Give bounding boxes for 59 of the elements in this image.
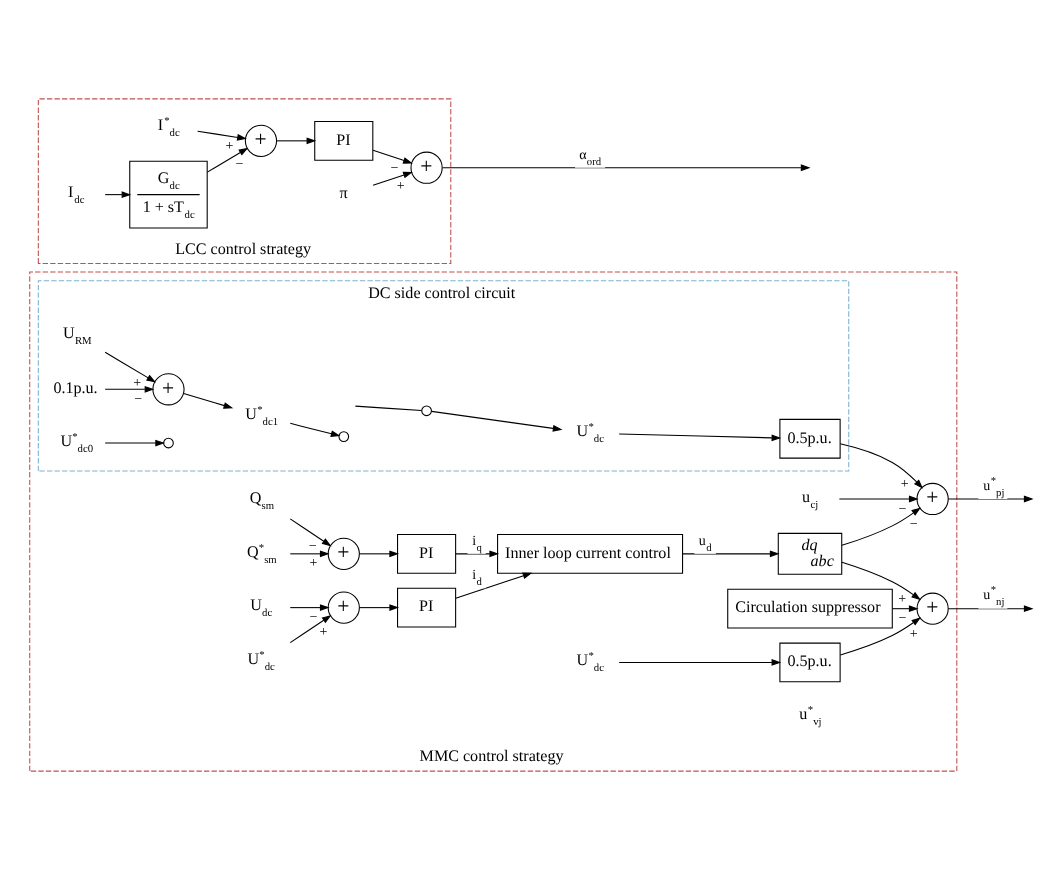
node-circle: +: [327, 591, 360, 624]
arrow: [841, 561, 921, 601]
arrow: [839, 617, 922, 656]
arrow: [618, 433, 782, 442]
arrow: [289, 615, 332, 644]
node-box: G$_{dc}$ 1 + sT$_{dc}$: [129, 160, 208, 229]
arrow: [838, 495, 919, 503]
arrow: [104, 385, 155, 393]
node-text: 0.1p.u.: [53, 379, 98, 398]
node-box: PI: [397, 533, 457, 574]
node-text: Q$_{sm}$: [249, 488, 275, 513]
node-box: Circulation suppressor: [727, 588, 893, 629]
node-box: dq abc: [777, 532, 843, 575]
arrow: [359, 604, 400, 611]
arrow: [289, 550, 330, 558]
node-box: PI: [397, 587, 457, 628]
arrow: [947, 605, 1034, 613]
arrow: [197, 130, 247, 141]
node-text: I$_{dc}$: [67, 183, 85, 208]
arrow: [839, 443, 924, 489]
arrow: [455, 572, 533, 599]
arrow: [618, 659, 782, 666]
node-box: 0.5p.u.: [779, 642, 841, 683]
arrow: [276, 137, 317, 145]
node-circle: [163, 437, 174, 449]
arrow: [289, 422, 341, 437]
node-text: U$_{RM}$: [63, 324, 92, 349]
node-circle: +: [327, 537, 360, 570]
node-box: PI: [314, 120, 374, 161]
arrow: [289, 604, 330, 611]
arrow: [289, 518, 332, 547]
node-circle: +: [244, 124, 278, 157]
node-circle: [421, 405, 432, 417]
node-box: Inner loop current control: [497, 533, 684, 574]
arrow: [442, 164, 811, 172]
arrow: [104, 439, 165, 447]
arrow: [455, 550, 500, 558]
arrow: [104, 191, 132, 199]
arrow: [947, 495, 1034, 503]
node-circle: +: [152, 373, 185, 406]
arrow: [841, 507, 921, 546]
arrow: [206, 147, 249, 173]
connector: [354, 405, 423, 412]
arrow: [682, 550, 780, 558]
arrow: [891, 605, 919, 613]
arrow: [104, 351, 157, 383]
arrow: [372, 149, 413, 164]
arrow: [372, 171, 413, 186]
node-text: u$_{cj}$: [801, 487, 819, 512]
node-circle: +: [916, 592, 949, 625]
node-circle: [338, 431, 350, 442]
node-circle: +: [410, 151, 443, 184]
arrow: [359, 550, 400, 558]
arrow: [431, 410, 563, 432]
node-circle: +: [916, 482, 949, 516]
node-text: π: [339, 184, 348, 203]
arrow: [183, 392, 234, 409]
node-text: U$_{dc}$: [250, 596, 273, 621]
node-box: 0.5p.u.: [779, 418, 841, 459]
